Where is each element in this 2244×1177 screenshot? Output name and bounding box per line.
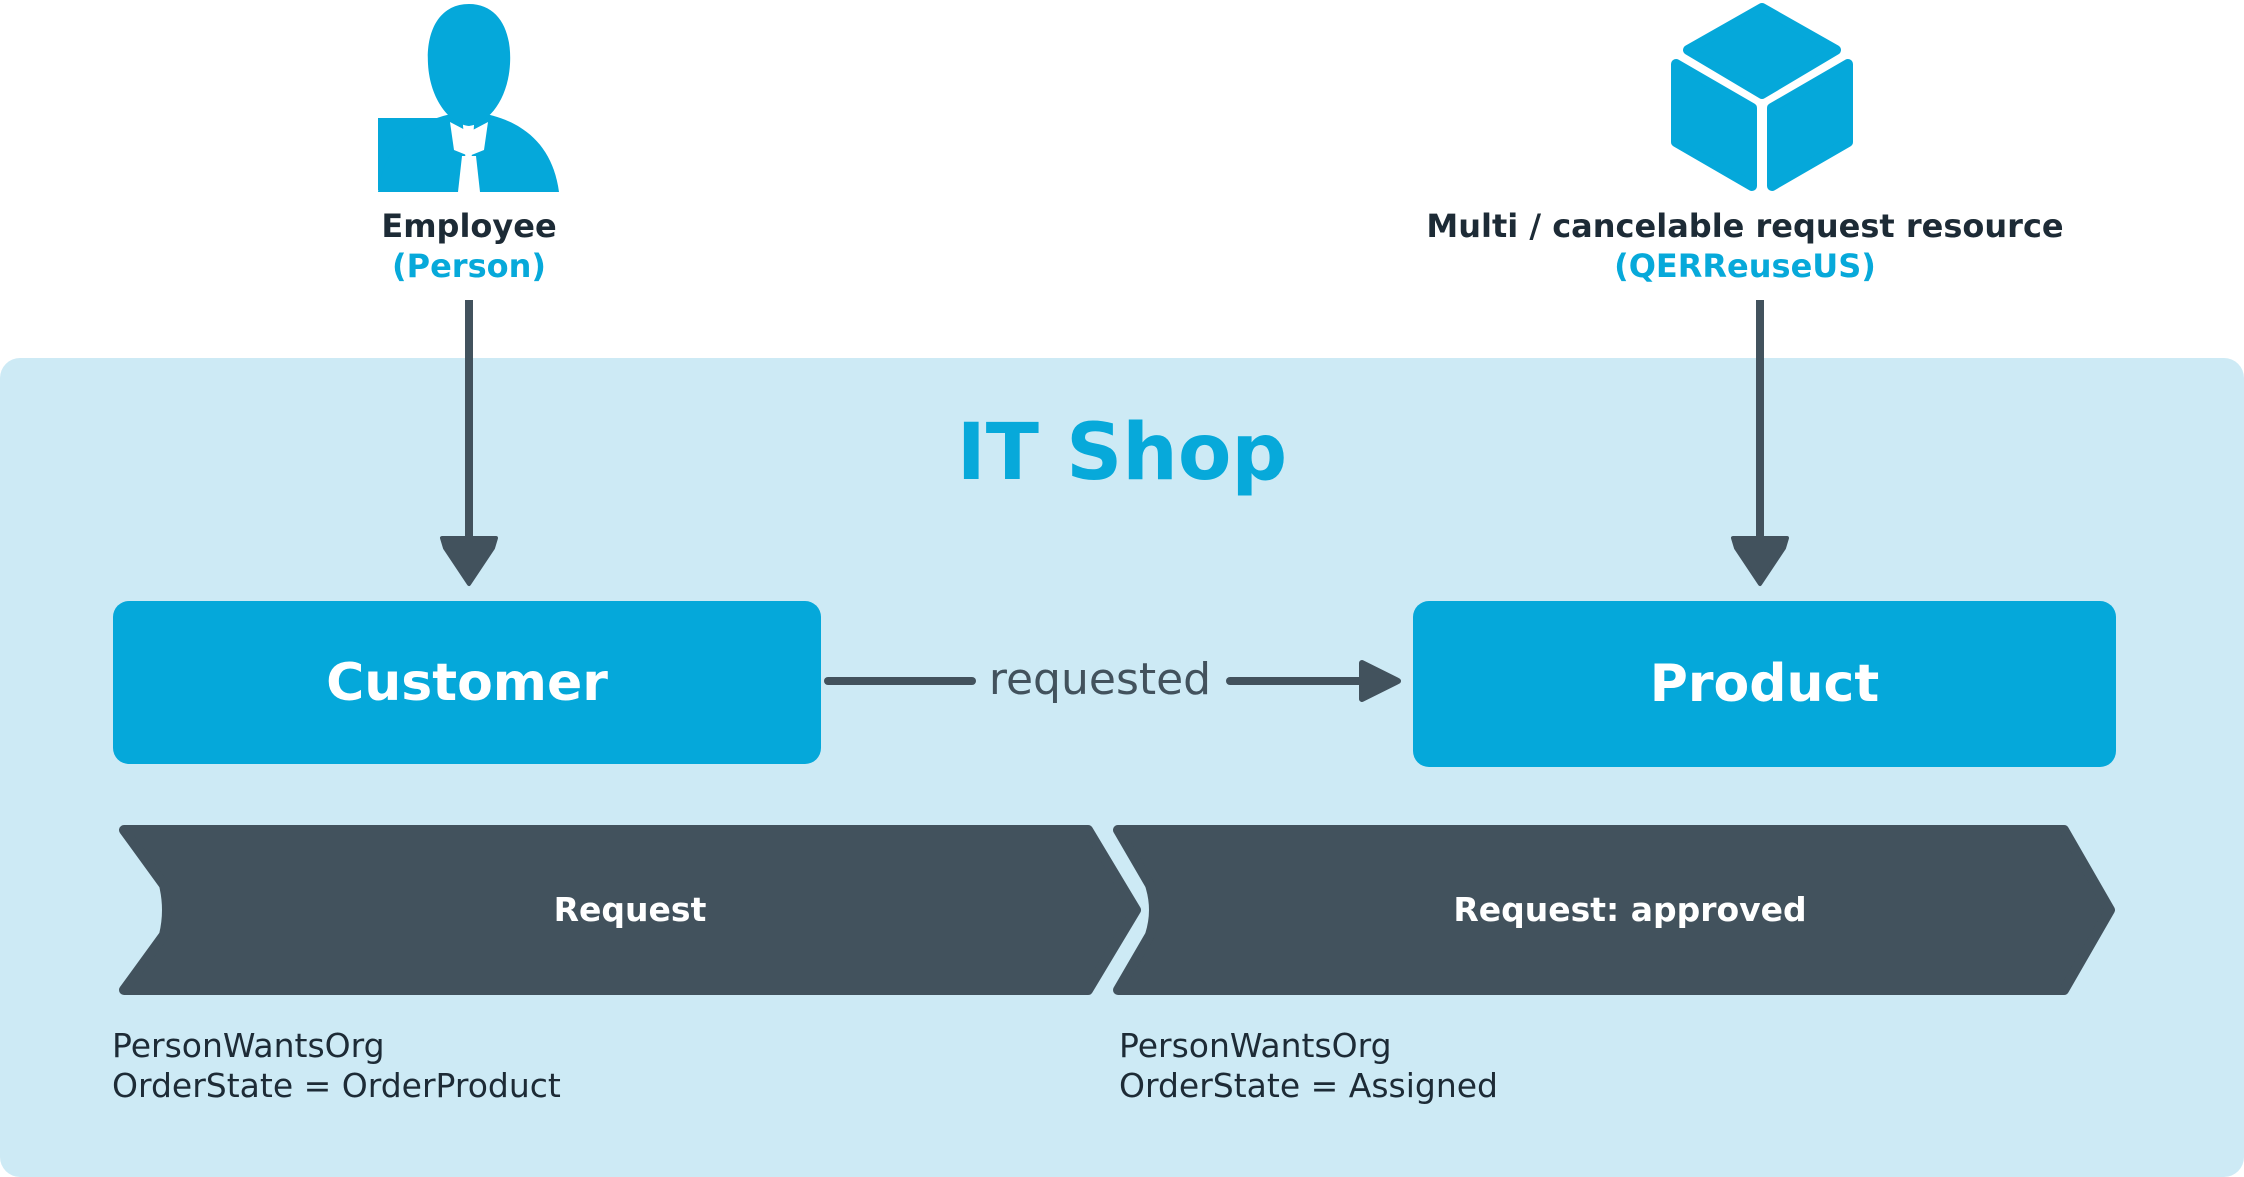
resource-table: (QERReuseUS) bbox=[1614, 247, 1876, 285]
customer-node: Customer bbox=[113, 601, 821, 764]
resource-to-product-arrow bbox=[1731, 300, 1789, 586]
stage-request-note: PersonWantsOrg OrderState = OrderProduct bbox=[112, 1026, 561, 1106]
employee-label: Employee (Person) bbox=[279, 206, 659, 286]
stage-approved-state: OrderState = Assigned bbox=[1119, 1066, 1499, 1105]
it-shop-title: IT Shop bbox=[956, 408, 1288, 498]
employee-name: Employee bbox=[381, 207, 557, 245]
resource-name: Multi / cancelable request resource bbox=[1426, 207, 2064, 245]
stage-approved-chevron bbox=[1113, 825, 2115, 995]
requested-arrow bbox=[824, 660, 1401, 702]
stage-approved-label: Request: approved bbox=[1453, 890, 1807, 929]
stage-request-state: OrderState = OrderProduct bbox=[112, 1066, 561, 1105]
resource-label: Multi / cancelable request resource (QER… bbox=[1360, 206, 2130, 286]
it-shop-panel bbox=[0, 358, 2244, 1177]
stage-request-label: Request bbox=[553, 890, 707, 929]
stage-approved-note: PersonWantsOrg OrderState = Assigned bbox=[1119, 1026, 1498, 1106]
employee-table: (Person) bbox=[392, 247, 546, 285]
cube-icon bbox=[1671, 3, 1853, 191]
employee-to-customer-arrow bbox=[440, 300, 498, 586]
product-label: Product bbox=[1649, 654, 1880, 714]
stage-request-table: PersonWantsOrg bbox=[112, 1026, 385, 1065]
person-icon bbox=[378, 4, 559, 192]
stage-request-chevron bbox=[119, 825, 1141, 995]
requested-label: requested bbox=[988, 654, 1212, 705]
stage-approved-table: PersonWantsOrg bbox=[1119, 1026, 1392, 1065]
product-node: Product bbox=[1413, 601, 2116, 767]
customer-label: Customer bbox=[326, 652, 608, 713]
